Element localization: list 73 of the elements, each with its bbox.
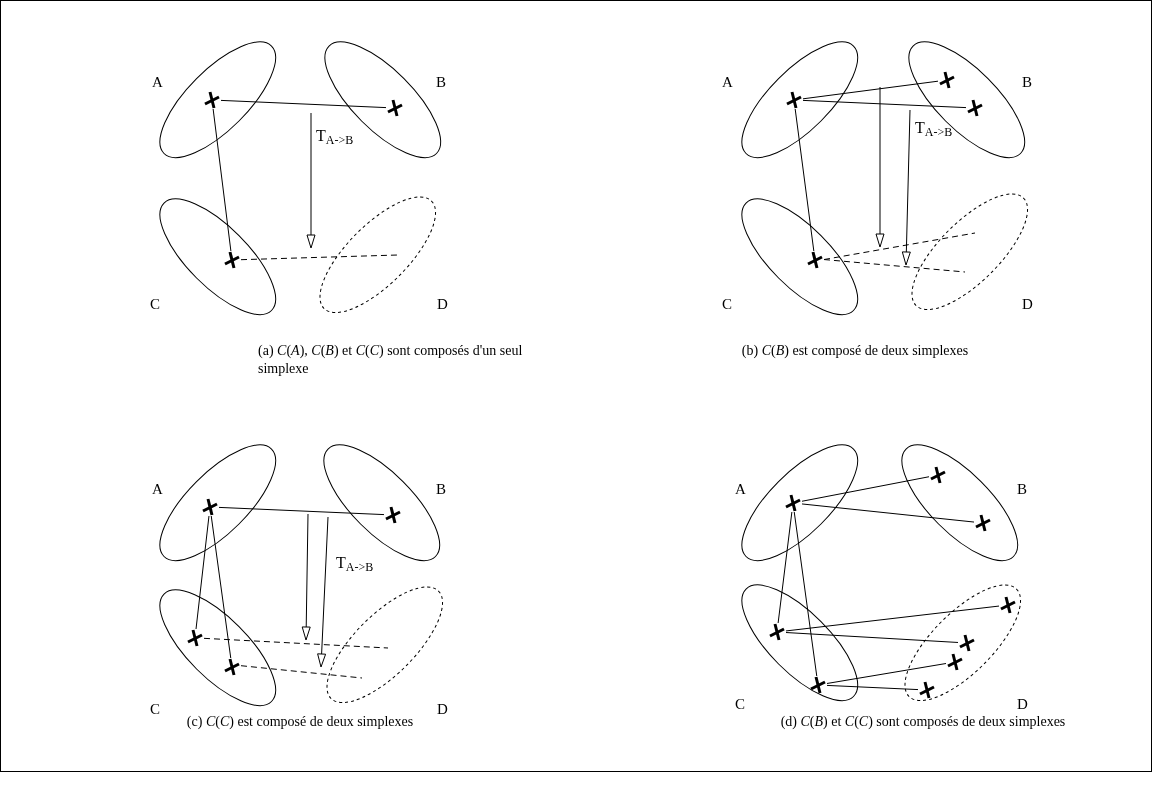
cross-mark [974,514,992,532]
cross-mark [785,91,803,109]
ellipse-region [327,587,443,703]
region-letter: A [152,482,163,497]
region-letter: B [436,482,446,497]
ellipse-region [742,199,858,315]
region-letter: B [1017,482,1027,497]
panel-caption: (a) C(A), C(B) et C(C) sont composés d'un seul simplexe [258,342,524,378]
connector-line [826,663,947,684]
ellipse-region [905,585,1021,701]
connector-line [195,515,210,630]
dashed-line [240,665,363,679]
connector-line [826,684,919,691]
region-letter: C [735,697,745,712]
panel-caption: (d) C(B) et C(C) sont composés de deux simplexes [779,713,1067,731]
ellipse-region [160,590,276,706]
connector-line [210,515,232,659]
region-letter: A [152,75,163,90]
dashed-line [203,637,389,649]
transform-label: T$_{A->B}$ [915,120,953,136]
region-letter: C [150,297,160,312]
cross-mark [223,251,241,269]
region-letter: B [1022,75,1032,90]
cross-mark [918,681,936,699]
dashed-line [240,254,399,261]
region-letter: A [735,482,746,497]
cross-mark [966,99,984,117]
ellipse-region [742,585,858,701]
cross-mark [386,99,404,117]
panel-caption: (c) C(C) est composé de deux simplexes [185,713,415,731]
region-letter: D [437,297,448,312]
region-letter: C [722,297,732,312]
connector-line [785,632,959,643]
ellipse-region [902,445,1018,561]
cross-mark [938,71,956,89]
cross-mark [223,658,241,676]
cross-mark [768,623,786,641]
region-letter: D [1022,297,1033,312]
connector-line [793,511,818,677]
ellipse-region [320,197,436,313]
ellipse-region [160,199,276,315]
cross-mark [958,634,976,652]
cross-mark [929,466,947,484]
region-letter: D [1017,697,1028,712]
cross-mark [999,596,1017,614]
cross-mark [203,91,221,109]
ellipse-region [742,42,858,158]
transform-label: T$_{A->B}$ [316,128,354,144]
panel-caption: (b) C(B) est composé de deux simplexes [740,342,970,360]
cross-mark [809,676,827,694]
cross-mark [806,251,824,269]
connector-line [801,476,930,502]
region-letter: D [437,702,448,717]
connector-line [802,99,967,109]
connector-line [220,99,387,109]
connector-line [785,605,1000,632]
dashed-line [823,232,976,261]
connector-line [218,506,385,516]
cross-mark [384,506,402,524]
cross-mark [784,494,802,512]
connector-line [212,108,232,252]
cross-mark [201,498,219,516]
dashed-line [823,259,966,273]
region-letter: B [436,75,446,90]
region-letter: A [722,75,733,90]
region-letter: C [150,702,160,717]
connector-line [794,108,815,252]
connector-line [777,511,793,624]
connector-line [801,503,975,523]
connector-line [802,80,939,100]
cross-mark [186,629,204,647]
transform-label: T$_{A->B}$ [336,555,374,571]
cross-mark [946,653,964,671]
